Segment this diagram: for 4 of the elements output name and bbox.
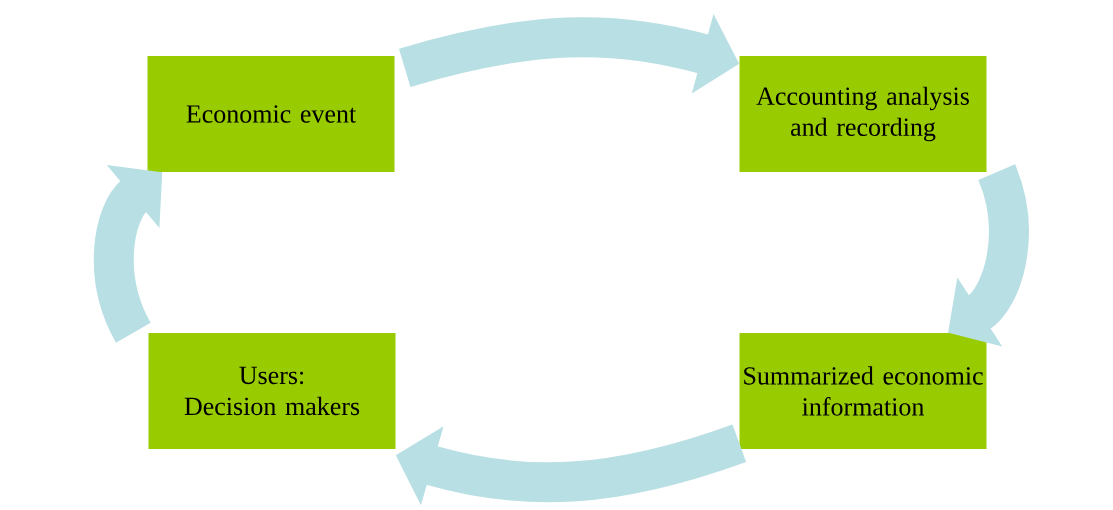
- process-box: Economic event: [147, 56, 395, 172]
- process-box: Users: Decision makers: [148, 333, 396, 449]
- process-box: Summarized economic information: [739, 333, 987, 449]
- process-box: Accounting analysis and recording: [739, 56, 987, 172]
